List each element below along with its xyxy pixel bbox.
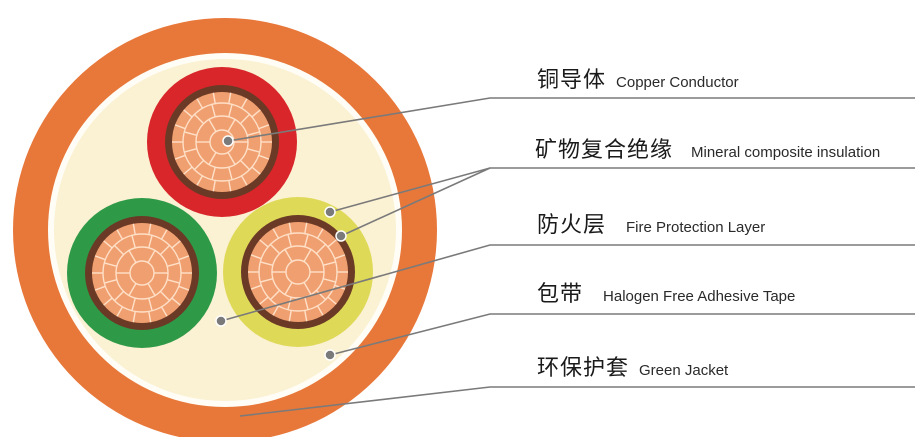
copper-strands [248,222,348,322]
label-fire-protection: 防火层 Fire Protection Layer [537,207,765,239]
copper-strands [92,223,192,323]
label-en: Halogen Free Adhesive Tape [603,288,796,305]
label-zh: 防火层 [537,213,607,238]
copper-conductor [92,223,192,323]
marker-dot-conductor [222,135,234,147]
core-green [67,198,217,348]
core-yellow [223,197,373,347]
label-zh: 矿物复合绝缘 [535,138,674,163]
label-adhesive-tape: 包带 Halogen Free Adhesive Tape [537,276,795,308]
marker-dot-insulation-b [335,230,347,242]
leader-line-fire-protection [220,244,915,322]
label-en: Fire Protection Layer [626,219,766,236]
leader-line-green-jacket [239,386,915,417]
leader-line-copper-conductor [227,97,915,142]
label-en: Mineral composite insulation [691,144,881,161]
label-en: Copper Conductor [616,74,739,91]
marker-dot-adhesive-tape [324,349,336,361]
copper-conductor [248,222,348,322]
leader-line-mineral-insulation-b [340,167,491,237]
label-green-jacket: 环保护套 Green Jacket [537,350,728,382]
copper-conductor [172,92,272,192]
label-zh: 环保护套 [537,356,630,381]
leader-line-adhesive-tape [329,313,915,356]
label-zh: 铜导体 [537,68,607,93]
label-mineral-insulation: 矿物复合绝缘 Mineral composite insulation [535,132,880,164]
marker-dot-insulation-a [324,206,336,218]
label-zh: 包带 [537,282,584,307]
label-copper-conductor: 铜导体 Copper Conductor [537,62,739,94]
core-red [147,67,297,217]
marker-dot-fire-protection [215,315,227,327]
label-en: Green Jacket [639,362,729,379]
copper-strands [172,92,272,192]
